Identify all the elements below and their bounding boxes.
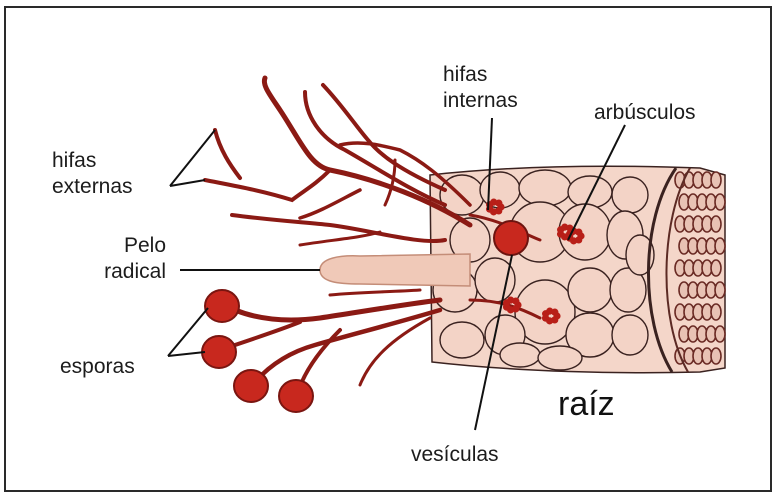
- label-hifas-externas-line2: externas: [52, 174, 133, 200]
- label-pelo-radical: Pelo radical: [78, 233, 166, 285]
- spore-2: [202, 336, 236, 368]
- label-hifas-externas: hifas externas: [52, 148, 133, 200]
- cortex-cell: [612, 315, 648, 355]
- cortex-cell: [500, 343, 540, 367]
- vascular-cell: [711, 348, 721, 364]
- arbuscule-lobe: [575, 229, 582, 236]
- vascular-cell: [711, 216, 721, 232]
- vascular-cell: [711, 260, 721, 276]
- root-hair: [320, 254, 470, 286]
- label-hifas-internas-line1: hifas: [443, 62, 518, 88]
- cortex-cell: [538, 346, 582, 370]
- vascular-cell: [715, 238, 725, 254]
- vascular-cell: [711, 172, 721, 188]
- vesicle: [494, 221, 528, 255]
- cortex-cell: [519, 170, 571, 206]
- label-pelo-radical-line1: Pelo: [78, 233, 166, 259]
- vascular-cell: [711, 304, 721, 320]
- arbuscule-lobe: [512, 298, 519, 305]
- label-raiz: raíz: [558, 385, 615, 423]
- label-arbusculos: arbúsculos: [594, 100, 696, 126]
- cortex-cell: [568, 268, 612, 312]
- root-cross-section: [430, 166, 725, 372]
- label-esporas: esporas: [60, 354, 135, 380]
- arbuscule-lobe: [495, 200, 502, 207]
- label-hifas-internas: hifas internas: [443, 62, 518, 114]
- vascular-cell: [715, 282, 725, 298]
- spore-3: [234, 370, 268, 402]
- arbuscule-lobe: [551, 309, 558, 316]
- cortex-cell: [440, 322, 484, 358]
- cortex-cell: [612, 177, 648, 213]
- label-hifas-externas-line1: hifas: [52, 148, 133, 174]
- vascular-tissue: [675, 172, 725, 364]
- cortex-cell: [568, 176, 612, 208]
- spore-4: [279, 380, 313, 412]
- spore-1: [205, 290, 239, 322]
- vascular-cell: [715, 326, 725, 342]
- label-hifas-internas-line2: internas: [443, 88, 518, 114]
- vascular-cell: [715, 194, 725, 210]
- label-pelo-radical-line2: radical: [78, 259, 166, 285]
- label-vesiculas: vesículas: [411, 442, 499, 468]
